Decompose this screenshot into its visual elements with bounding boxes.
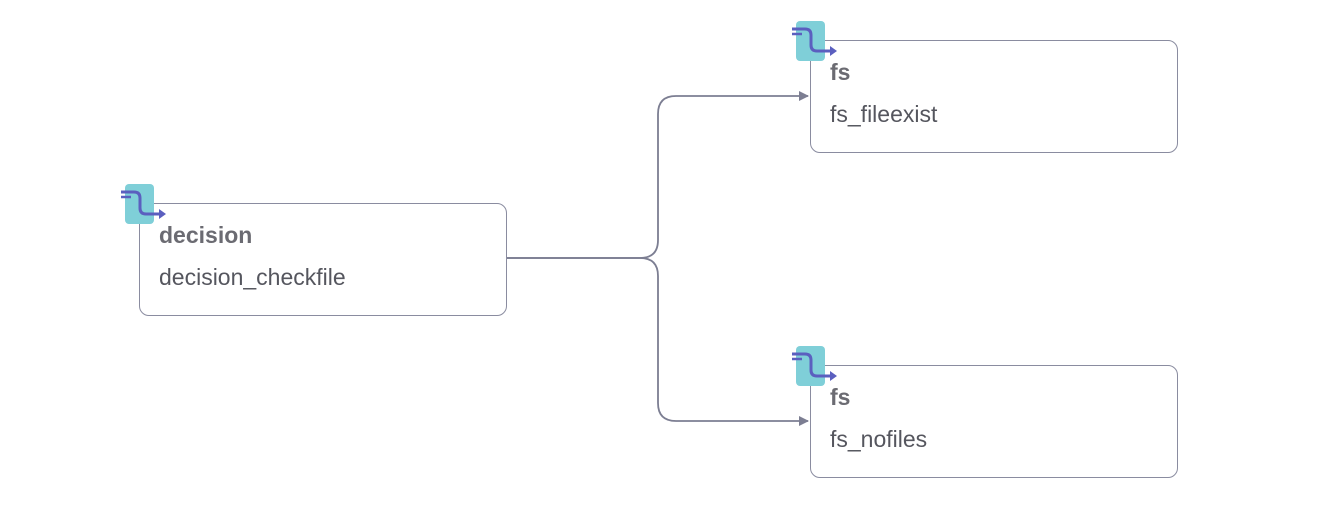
edge-decision-to-nofiles <box>507 257 809 426</box>
node-type-label: decision <box>159 222 253 248</box>
edge-decision-to-fileexist <box>507 91 809 259</box>
flow-task-icon <box>791 345 839 389</box>
node-fs-fileexist[interactable]: fs fs_fileexist <box>810 40 1178 153</box>
node-id-label: fs_fileexist <box>830 101 938 127</box>
node-type-label: fs <box>830 59 851 85</box>
node-decision-checkfile[interactable]: decision decision_checkfile <box>139 203 507 316</box>
node-fs-nofiles[interactable]: fs fs_nofiles <box>810 365 1178 478</box>
flow-task-icon <box>791 20 839 64</box>
flow-task-icon <box>120 183 168 227</box>
node-id-label: fs_nofiles <box>830 426 928 452</box>
node-id-label: decision_checkfile <box>159 264 346 290</box>
node-type-label: fs <box>830 384 851 410</box>
